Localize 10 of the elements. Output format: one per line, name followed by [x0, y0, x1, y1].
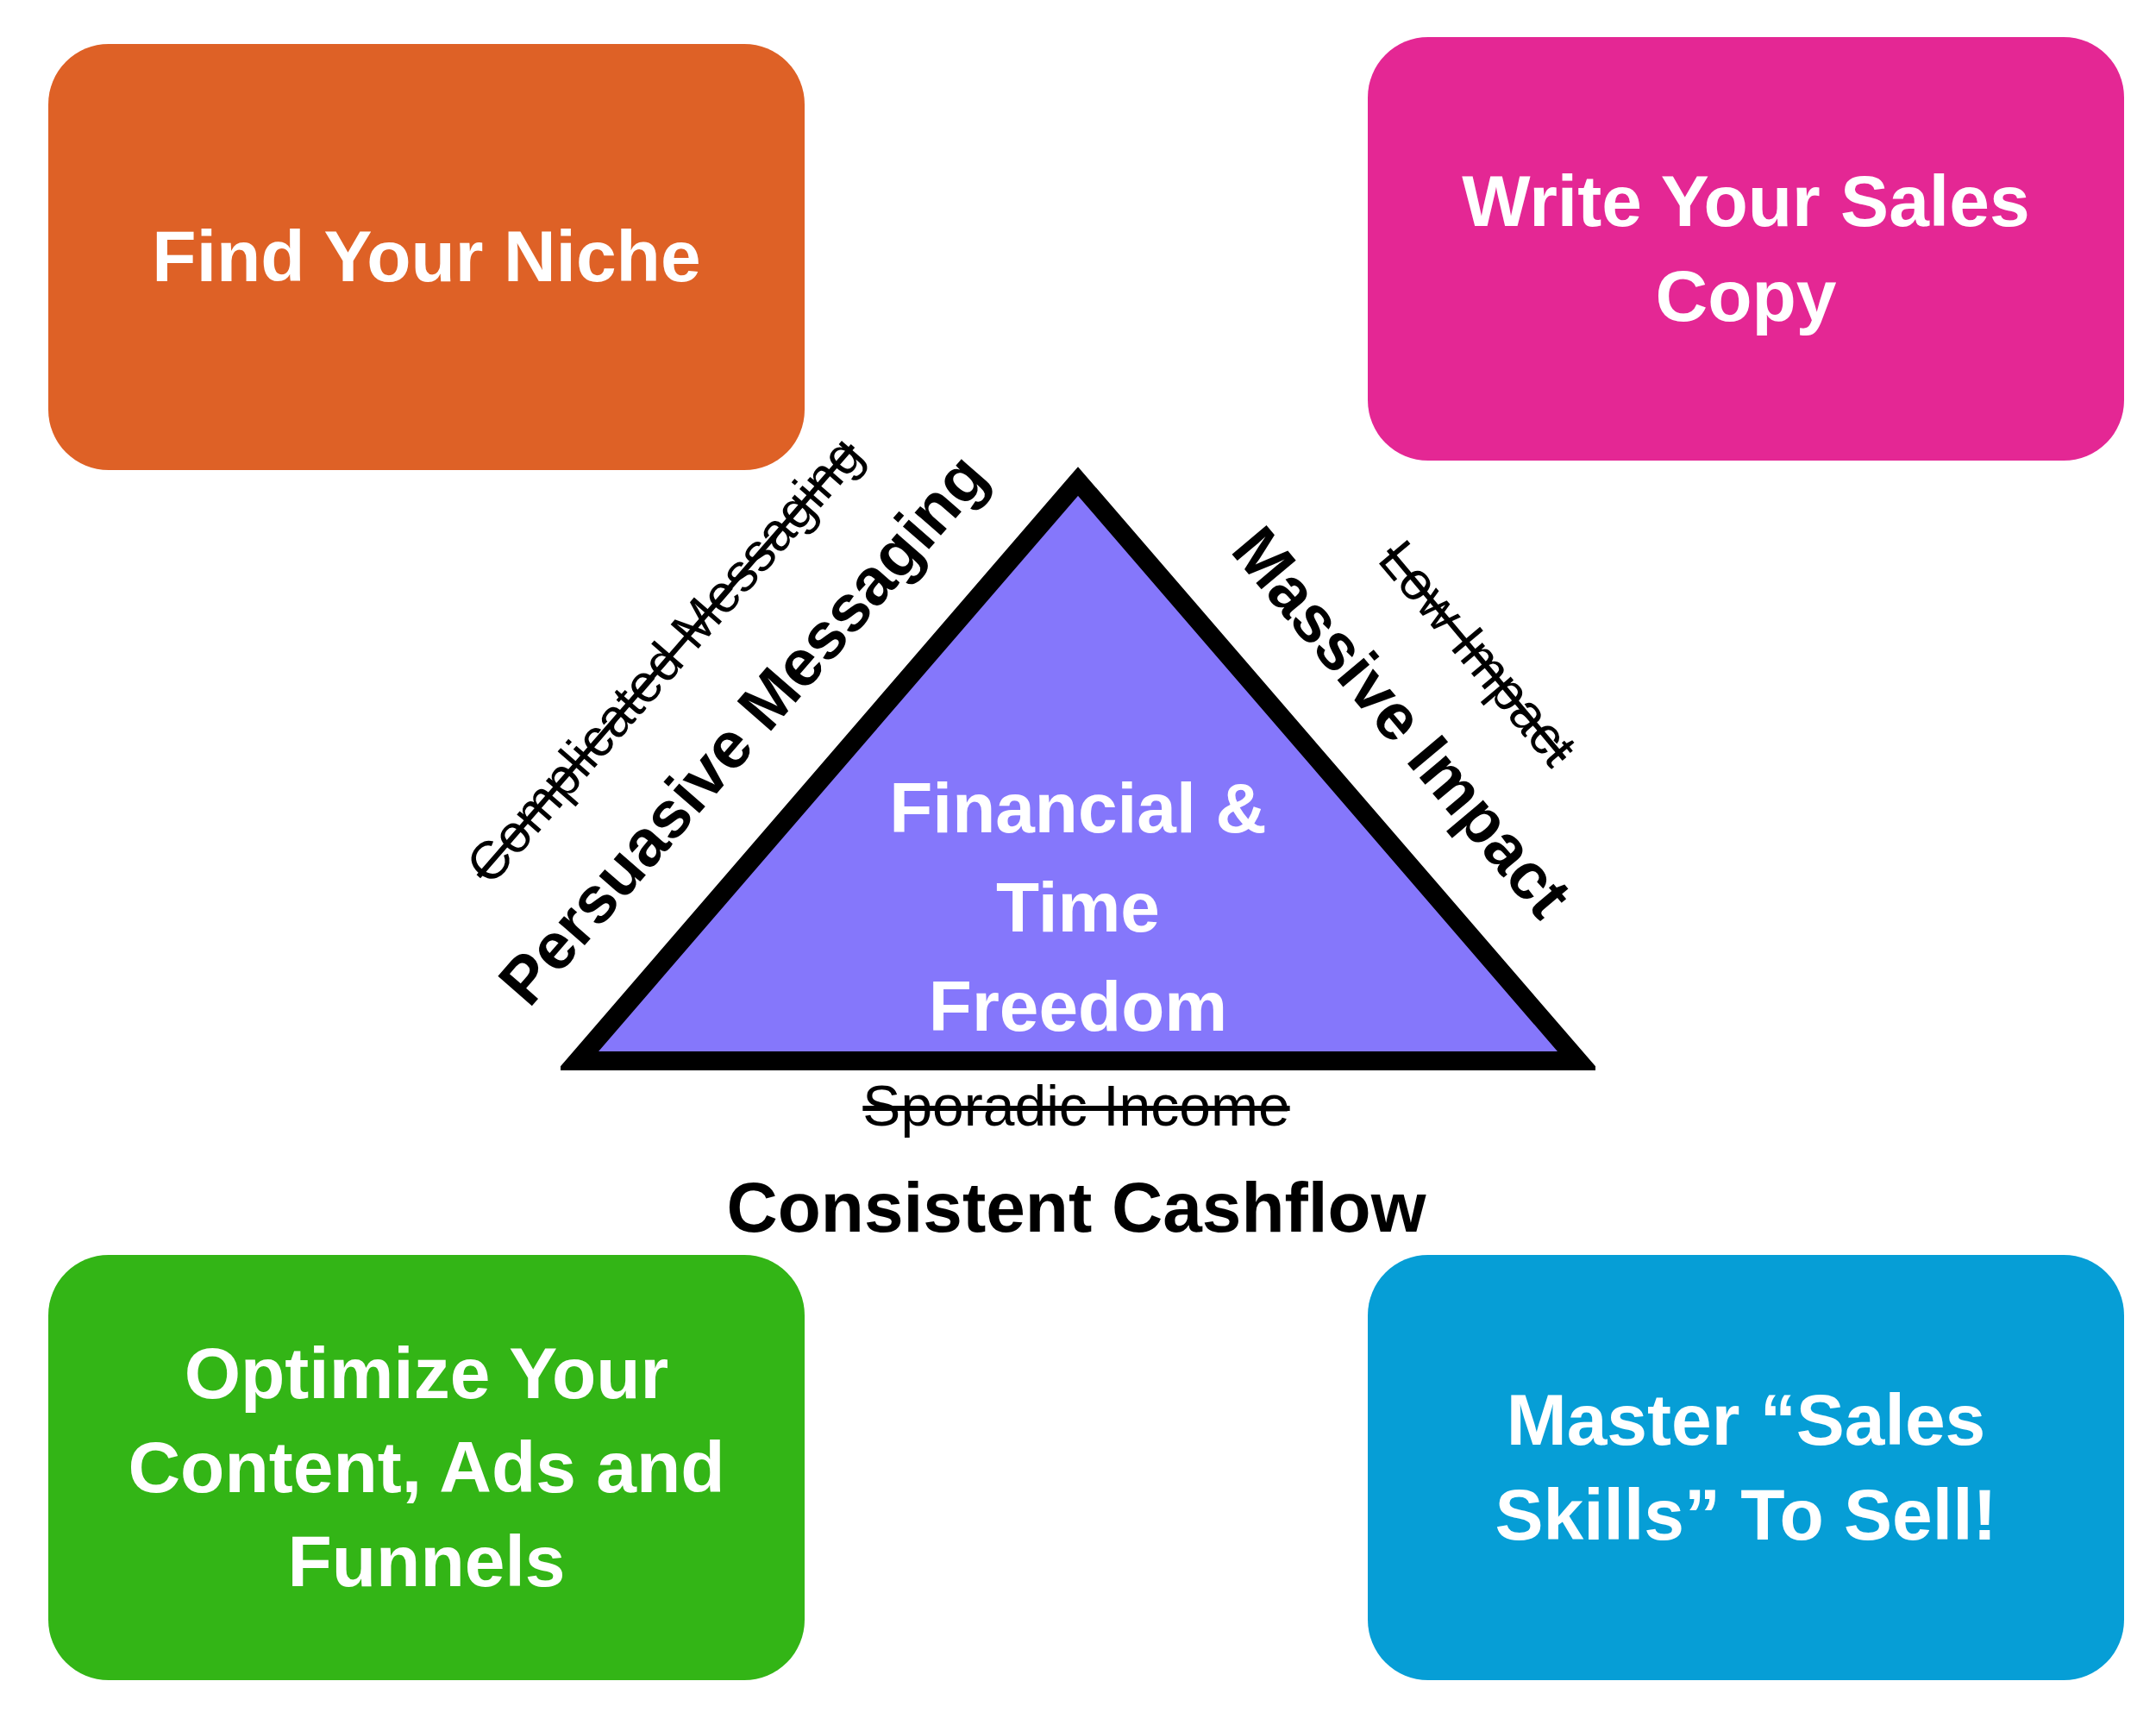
step-box	[1368, 37, 2124, 461]
step-title: Find Your Niche	[152, 215, 701, 299]
center-title: Financial & Time Freedom	[888, 768, 1268, 1047]
step-title: Write Your Sales Copy	[1461, 160, 2031, 338]
step-box	[1368, 1255, 2124, 1680]
step-title: Master “Sales Skills” To Sell!	[1494, 1378, 1998, 1557]
step-box	[48, 1255, 805, 1680]
base-label: Consistent Cashflow	[726, 1167, 1426, 1248]
struck-out-label: Sporadic Income	[862, 1073, 1290, 1138]
step-title: Optimize Your Content, Ads and Funnels	[127, 1331, 726, 1604]
